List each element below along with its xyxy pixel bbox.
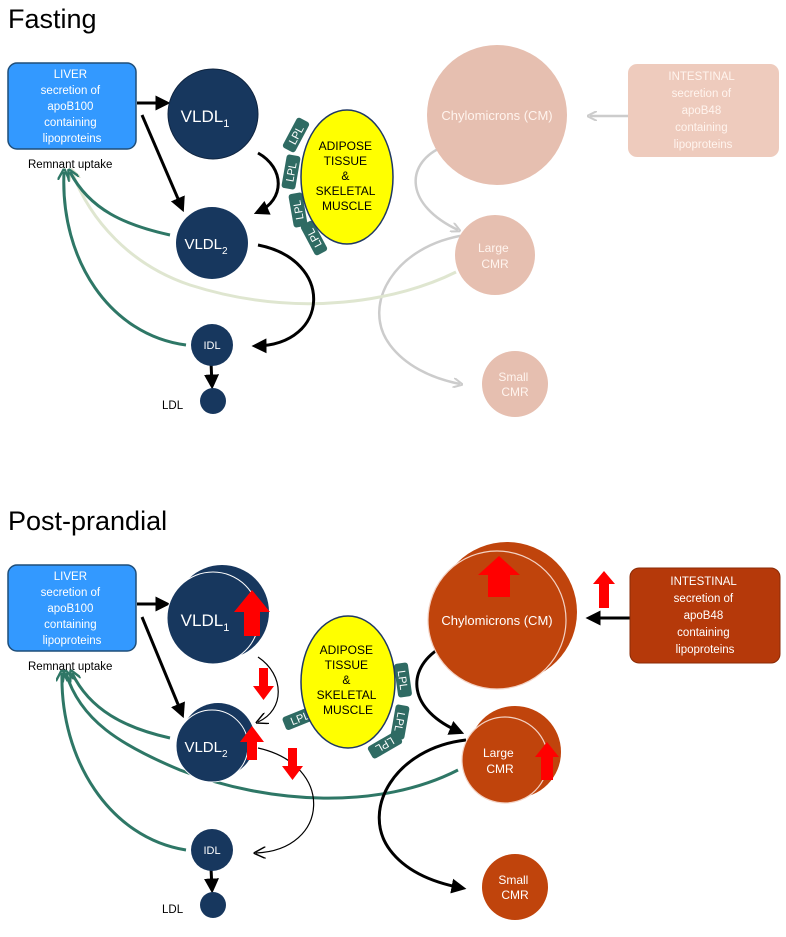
- vldl1-label: VLDL1: [181, 611, 230, 634]
- intestinal-secretion-increase-arrow-icon: [593, 571, 615, 608]
- large-cmr-node: [461, 716, 549, 804]
- vldl1-lipolysis-decrease-arrow-icon: [253, 668, 274, 700]
- large-cmr-node: [455, 215, 535, 295]
- cm-to-small-cmr-arrow: [377, 738, 467, 894]
- vldl2-remnant-arrow: [72, 673, 171, 740]
- lpl-tag: LPL: [288, 192, 308, 228]
- vldl2-node: [176, 207, 248, 279]
- svg-text:LPL: LPL: [291, 199, 306, 220]
- lpl-tag: LPL: [394, 662, 412, 698]
- chylomicron-label: Chylomicrons (CM): [441, 613, 552, 628]
- adipose-label: ADIPOSE TISSUE & SKELETAL MUSCLE: [316, 139, 379, 213]
- small-cmr-label: Small CMR: [498, 370, 531, 399]
- ldl-label: LDL: [162, 400, 184, 412]
- fasting-panel: Fasting LIVER secretion of apoB100 conta…: [7, 4, 779, 417]
- small-cmr-label: Small CMR: [498, 873, 531, 902]
- vldl2-label: VLDL2: [184, 236, 228, 257]
- chylomicron-label: Chylomicrons (CM): [441, 108, 552, 123]
- ldl-node: [200, 892, 226, 918]
- liver-to-vldl2-arrow: [140, 616, 185, 719]
- ldl-node: [200, 388, 226, 414]
- adipose-label: ADIPOSE TISSUE & SKELETAL MUSCLE: [317, 643, 380, 717]
- intestinal-label: INTESTINAL secretion of apoB48 containin…: [670, 576, 739, 656]
- chylomicron-increase-arrow-icon: [478, 556, 520, 597]
- idl-remnant-arrow: [64, 172, 187, 347]
- svg-text:LPL: LPL: [284, 161, 299, 182]
- vldl1-increase-arrow-icon: [234, 590, 270, 636]
- remnant-uptake-label: Remnant uptake: [28, 159, 112, 171]
- large-cmr-label: Large CMR: [478, 241, 512, 271]
- idl-label: IDL: [203, 340, 220, 352]
- liver-label: LIVER secretion of apoB100 containing li…: [41, 69, 104, 145]
- vldl2-remnant-arrow: [70, 172, 171, 237]
- large-cmr-increase-arrow-icon: [535, 742, 559, 780]
- lpl-tag: LPL: [390, 704, 410, 740]
- adipose-tissue-node: [300, 615, 396, 749]
- remnant-uptake-label: Remnant uptake: [28, 661, 112, 673]
- intestinal-box: [629, 567, 781, 664]
- vldl2-to-idl-arrow: [256, 747, 315, 853]
- lpl-tag: LPL: [281, 154, 301, 190]
- idl-node: [191, 829, 233, 871]
- adipose-tissue-node: [300, 109, 394, 245]
- vldl1-label: VLDL1: [181, 107, 230, 130]
- intestinal-box: [628, 64, 779, 157]
- vldl2-increase-arrow-icon: [240, 726, 264, 760]
- vldl2-lipolysis-decrease-arrow-icon: [282, 748, 303, 780]
- liver-label: LIVER secretion of apoB100 containing li…: [41, 571, 104, 647]
- liver-to-vldl2-arrow: [140, 114, 185, 213]
- ldl-label: LDL: [162, 904, 184, 916]
- vldl2-to-idl-arrow: [251, 243, 316, 354]
- idl-to-ldl-arrow: [204, 867, 219, 894]
- panel-title: Fasting: [8, 4, 97, 34]
- svg-text:LPL: LPL: [395, 670, 410, 691]
- vldl2-label: VLDL2: [184, 739, 228, 760]
- liver-box: [7, 564, 137, 652]
- large-cmr-remnant-arrow: [72, 172, 457, 306]
- panel-title: Post-prandial: [8, 506, 167, 536]
- svg-text:LPL: LPL: [391, 711, 406, 732]
- cm-to-large-cmr-arrow: [415, 646, 465, 735]
- postprandial-panel: Post-prandial LIVER secretion of apoB100…: [7, 506, 781, 920]
- vldl1-to-vldl2-arrow: [253, 151, 280, 215]
- vldl1-node: [167, 68, 259, 160]
- small-cmr-node: [482, 854, 548, 920]
- liver-box: [7, 62, 137, 150]
- cm-to-large-cmr-arrow: [414, 146, 458, 230]
- vldl1-to-vldl2-arrow: [258, 656, 279, 722]
- idl-node: [191, 324, 233, 366]
- idl-label: IDL: [203, 845, 220, 857]
- idl-remnant-arrow: [62, 673, 187, 852]
- chylomicron-node: [427, 550, 567, 690]
- cm-to-small-cmr-arrow: [378, 233, 467, 384]
- chylomicron-node: [427, 45, 567, 185]
- small-cmr-node: [482, 351, 548, 417]
- intestinal-label: INTESTINAL secretion of apoB48 containin…: [668, 71, 737, 151]
- large-cmr-label: Large CMR: [483, 746, 517, 776]
